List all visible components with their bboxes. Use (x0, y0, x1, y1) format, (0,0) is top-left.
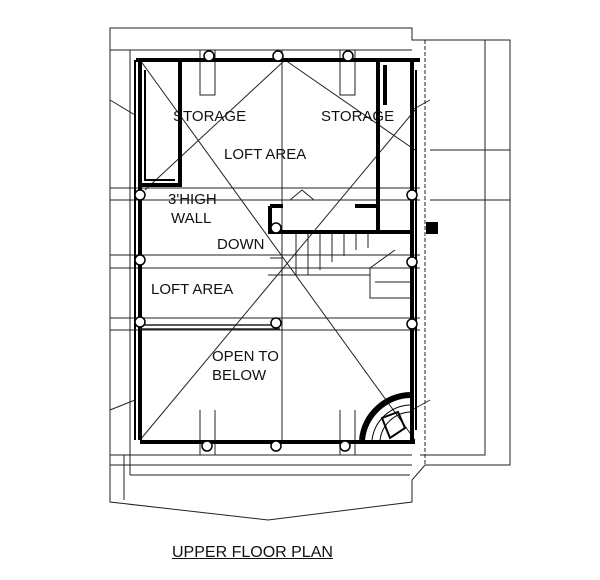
wall-label-line1: 3'HIGH (168, 191, 217, 208)
roof-outline (109, 27, 511, 521)
storage-left-label: STORAGE (173, 108, 247, 125)
stair-arrow (289, 189, 315, 201)
spiral-stair (359, 392, 411, 441)
posts (134, 50, 418, 452)
storage-right-label: STORAGE (321, 108, 395, 125)
open-to-below-line1: OPEN TO (212, 348, 279, 365)
wall-label-line2: WALL (171, 210, 212, 227)
loft-area-top-label: LOFT AREA (224, 146, 307, 163)
storage-left-wall (140, 60, 182, 187)
down-label: DOWN (217, 236, 265, 253)
diagonal-line (139, 59, 416, 441)
loft-area-mid-label: LOFT AREA (151, 281, 234, 298)
open-to-below-line2: BELOW (212, 367, 267, 384)
plan-title: UPPER FLOOR PLAN (172, 544, 333, 561)
stairs (268, 234, 370, 325)
